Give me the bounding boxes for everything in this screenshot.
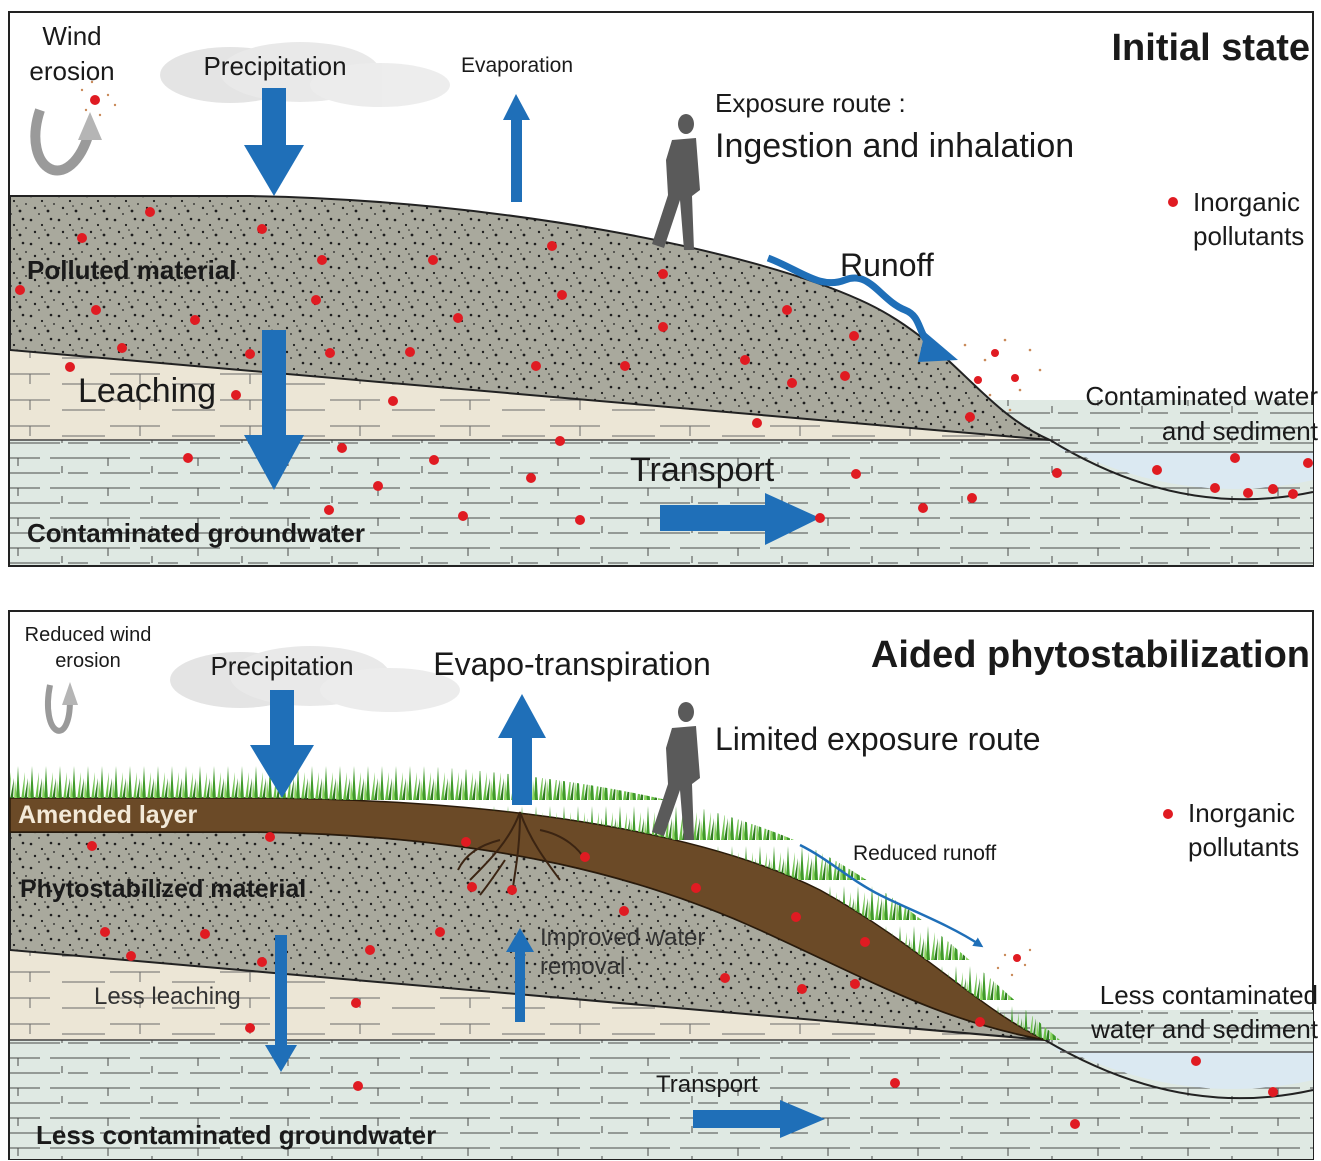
top-precipitation-label: Precipitation: [203, 51, 346, 81]
amended-layer-label: Amended layer: [18, 801, 198, 829]
bottom-panel: Aided phytostabilization Reduced wind er…: [9, 611, 1319, 1159]
bottom-precipitation-label: Precipitation: [210, 651, 353, 681]
top-title: Initial state: [1112, 27, 1311, 69]
exposure-route-value: Ingestion and inhalation: [715, 127, 1074, 165]
reduced-runoff-label: Reduced runoff: [853, 842, 996, 865]
evapotranspiration-label: Evapo-transpiration: [433, 646, 710, 682]
polluted-material-label: Polluted material: [27, 255, 237, 285]
less-leaching-label: Less leaching: [94, 983, 241, 1010]
bottom-transport-label: Transport: [656, 1071, 758, 1098]
bottom-legend-dot: [1163, 809, 1173, 819]
phytostabilized-material-label: Phytostabilized material: [20, 875, 306, 903]
bottom-title: Aided phytostabilization: [871, 634, 1310, 676]
bottom-legend-label-1: Inorganic: [1188, 798, 1295, 828]
reduced-wind-erosion-label-2: erosion: [55, 650, 121, 672]
wind-erosion-label-2: erosion: [29, 56, 114, 86]
leaching-label: Leaching: [78, 372, 216, 410]
improved-water-label-1: Improved water: [540, 924, 705, 951]
bottom-legend-label-2: pollutants: [1188, 832, 1299, 862]
reduced-wind-erosion-label-1: Reduced wind: [25, 624, 152, 646]
less-contaminated-water-label-2: water and sediment: [1090, 1014, 1319, 1044]
evaporation-label: Evaporation: [461, 54, 573, 77]
limited-exposure-label: Limited exposure route: [715, 721, 1041, 757]
contaminated-water-label-1: Contaminated water: [1085, 381, 1318, 411]
runoff-label: Runoff: [840, 247, 934, 283]
top-groundwater-label: Contaminated groundwater: [27, 518, 365, 548]
top-legend-label-1: Inorganic: [1193, 187, 1300, 217]
contaminated-water-label-2: and sediment: [1162, 416, 1319, 446]
top-legend-label-2: pollutants: [1193, 221, 1304, 251]
less-contaminated-water-label-1: Less contaminated: [1100, 980, 1318, 1010]
improved-water-label-2: removal: [540, 953, 625, 980]
top-panel: Initial state Wind erosion Precipitation…: [9, 12, 1319, 566]
exposure-route-label: Exposure route :: [715, 88, 906, 118]
wind-erosion-label-1: Wind: [42, 21, 101, 51]
bottom-groundwater-label: Less contaminated groundwater: [36, 1120, 436, 1150]
top-legend-dot: [1168, 197, 1178, 207]
top-transport-label: Transport: [630, 451, 775, 489]
